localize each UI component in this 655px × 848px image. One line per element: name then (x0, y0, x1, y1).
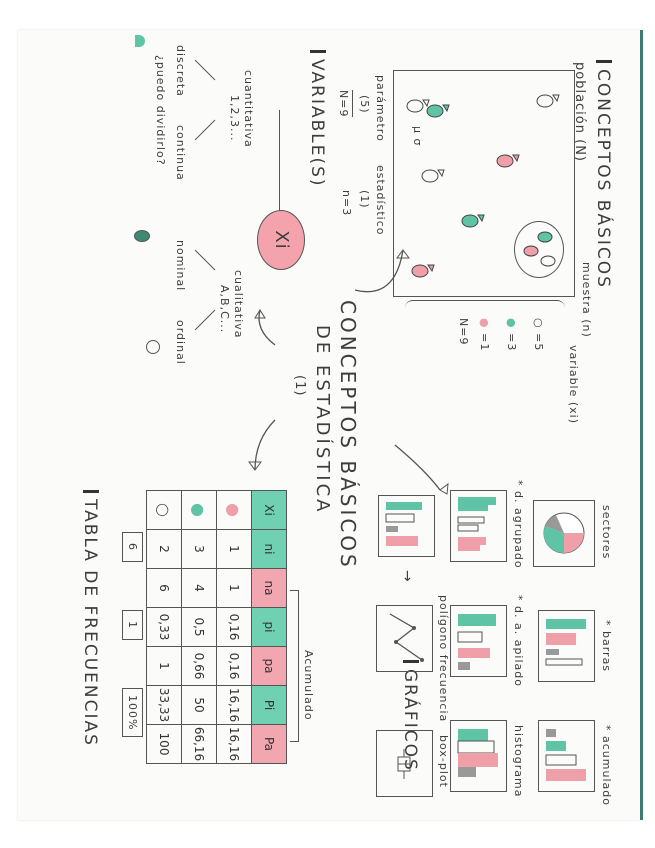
table-heading: TABLA DE FRECUENCIAS (80, 490, 100, 747)
graph-label-histogram: histograma (512, 725, 525, 798)
cell-na: 6 (146, 568, 182, 608)
histogram-icon (457, 729, 498, 777)
accumulated-bracket (290, 590, 299, 742)
total-ni: 6 (122, 532, 143, 562)
small-bar-chart-thumb (378, 495, 435, 557)
graph-label-grouped: * d. agrupado (512, 480, 525, 569)
bar-chart-thumb (538, 610, 595, 682)
fish-icon-teal: ● (189, 503, 209, 517)
fish-icon-pink: ● (224, 503, 244, 517)
fish-icon-white (540, 255, 556, 267)
fish-icon-pink (496, 154, 520, 168)
cell-Pa: 100 (146, 724, 182, 764)
fish-icon-white (421, 169, 445, 183)
arrow-right-icon: → (399, 570, 415, 583)
eye-icon (134, 230, 150, 242)
header-xi: Xi (251, 490, 287, 530)
continuous-label: continua (174, 125, 187, 181)
fish-teal-cell: ● (181, 490, 217, 530)
frequency-table: Xi ni na pi pa Pi Pa ● 1 1 0,16 0,16 16,… (146, 490, 287, 764)
divisible-question: ¿puedo dividirlo? (154, 55, 167, 166)
small-bar-icon (385, 502, 422, 546)
total-pi: 1 (122, 610, 143, 640)
graph-label-bar: * barras (600, 620, 613, 673)
cell-Pi: 50 (181, 685, 217, 725)
fish-icon-white (406, 99, 430, 113)
table-row: ○ 2 6 0,33 1 33,33 100 (146, 490, 182, 764)
cell-Pa: 16,16 (216, 724, 252, 764)
fish-icon-teal (426, 104, 450, 118)
grouped-bar-icon (457, 497, 496, 551)
accumulated-label: Acumulado (302, 650, 315, 721)
total-Pi: 100% (122, 688, 143, 738)
graph-label-boxplot: box-plot (437, 735, 450, 788)
discrete-label: discreta (174, 45, 187, 97)
cell-ni: 3 (181, 529, 217, 569)
cumulative-bar-icon (545, 729, 586, 781)
graph-label-stacked: * d. a. apilado (512, 595, 525, 687)
fish-icon-pink (523, 245, 539, 257)
ordinal-label: ordinal (174, 320, 187, 365)
fish-icon-teal (461, 214, 485, 228)
cell-pa: 0,16 (216, 646, 252, 686)
polygon-chart-thumb (376, 605, 433, 672)
grouped-chart-thumb (450, 490, 507, 562)
bar-icon (545, 619, 586, 666)
stacked-chart-thumb (450, 605, 507, 677)
stacked-bar-icon (457, 614, 496, 670)
population-box: μ σ (393, 70, 575, 297)
table-row: ● 3 4 0,5 0,66 50 66,16 (181, 490, 217, 764)
cell-ni: 1 (216, 529, 252, 569)
header-Pa: Pa (251, 724, 287, 764)
fish-white-cell: ○ (146, 490, 182, 530)
histogram-thumb (450, 720, 507, 792)
cumulative-chart-thumb (538, 720, 595, 792)
boxplot-icon (397, 749, 411, 779)
pie-chart-thumb (533, 500, 595, 567)
header-na: na (251, 568, 287, 608)
fish-icon-teal (537, 231, 553, 243)
graph-label-polygon: polígono frecuencia (437, 595, 450, 723)
line-chart-icon (389, 613, 424, 662)
cell-na: 4 (181, 568, 217, 608)
cell-pi: 0,16 (216, 607, 252, 647)
nominal-label: nominal (174, 240, 187, 292)
cell-pa: 0,66 (181, 646, 217, 686)
fish-icon-white: ○ (154, 503, 174, 517)
table-row: ● 1 1 0,16 0,16 16,16 16,16 (216, 490, 252, 764)
sample-bag (514, 221, 564, 278)
cell-pi: 0,5 (181, 607, 217, 647)
boxplot-thumb (376, 730, 433, 797)
cell-Pa: 66,16 (181, 724, 217, 764)
cell-Pi: 16,16 (216, 685, 252, 725)
bullet-mark (83, 490, 99, 493)
cell-ni: 2 (146, 529, 182, 569)
fish-icon-pink (411, 264, 435, 278)
header-pi: pi (251, 607, 287, 647)
cell-pi: 0,33 (146, 607, 182, 647)
header-Pi: Pi (251, 685, 287, 725)
fish-icon-white (536, 94, 560, 108)
paper-sheet (18, 30, 642, 820)
table-header-row: Xi ni na pi pa Pi Pa (251, 490, 287, 764)
header-pa: pa (251, 646, 287, 686)
paper-edge (640, 30, 643, 820)
cell-Pi: 33,33 (146, 685, 182, 725)
graph-label-cumulative: * acumulado (600, 725, 613, 806)
cell-na: 1 (216, 568, 252, 608)
cell-pa: 1 (146, 646, 182, 686)
medal-icon (146, 340, 160, 354)
fish-pink-cell: ● (216, 490, 252, 530)
table-heading-text: TABLA DE FRECUENCIAS (80, 499, 100, 747)
header-ni: ni (251, 529, 287, 569)
graph-label-pie: sectores (600, 505, 613, 560)
pie-icon (543, 512, 585, 554)
